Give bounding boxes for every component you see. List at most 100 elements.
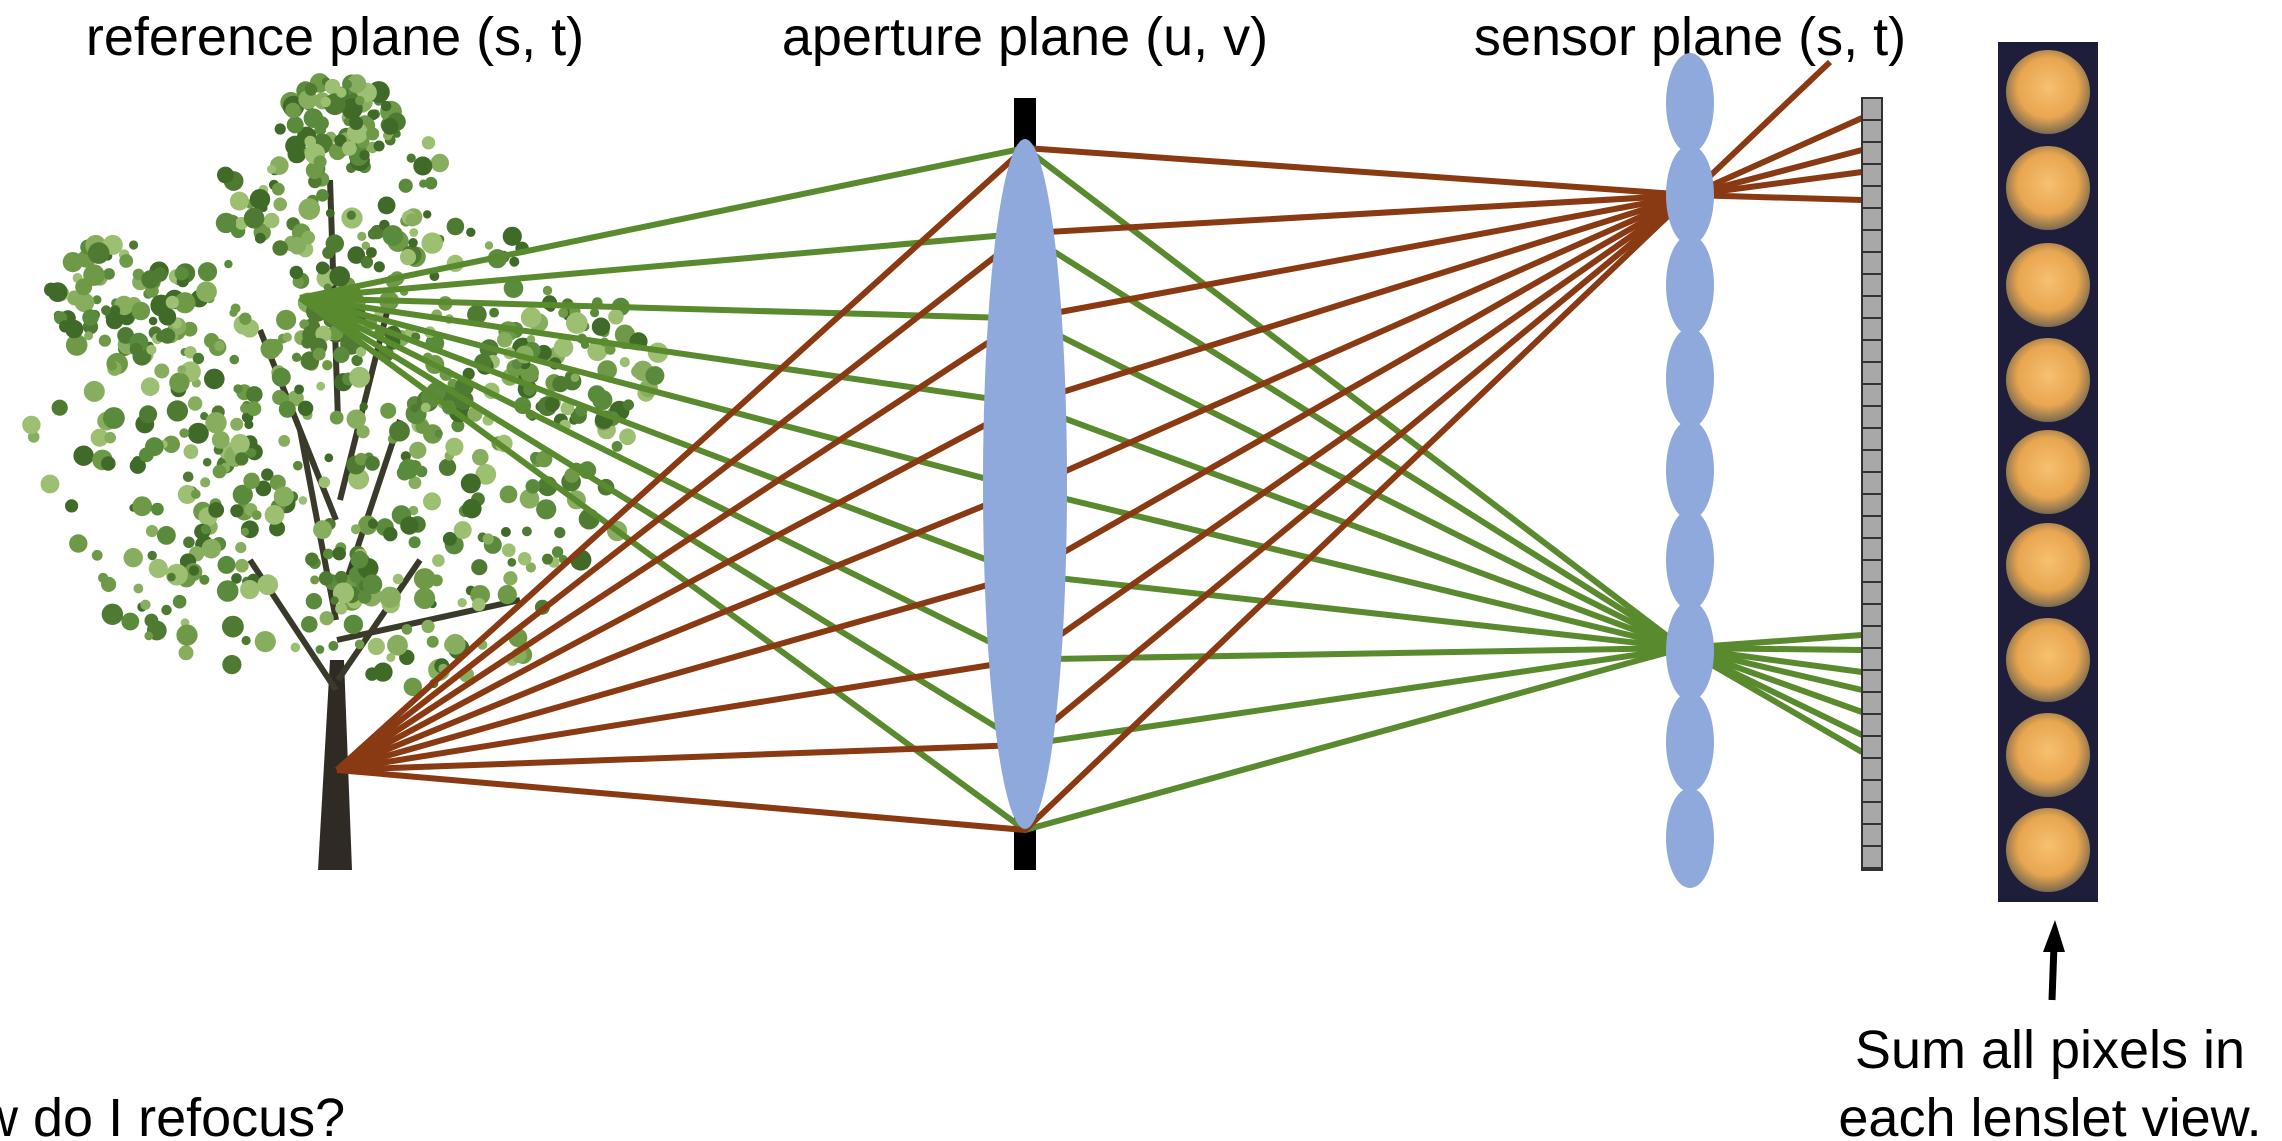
- tree-leaf: [217, 555, 236, 574]
- tree-leaf: [229, 191, 249, 211]
- tree-leaf: [177, 485, 197, 504]
- tree-leaf: [267, 164, 277, 174]
- tree-leaf: [342, 79, 353, 90]
- tree-leaf: [103, 268, 115, 280]
- tree-leaf: [497, 585, 517, 605]
- tree-leaf: [424, 176, 438, 190]
- tree-leaf: [244, 420, 254, 430]
- tree-leaf: [298, 496, 308, 505]
- tree-leaf: [554, 527, 566, 539]
- tree-leaf: [153, 267, 168, 282]
- tree-leaf: [355, 95, 365, 106]
- tree-leaf: [551, 546, 564, 558]
- tree-leaf: [288, 236, 307, 255]
- tree-leaf: [413, 156, 433, 176]
- tree-leaf: [272, 240, 289, 256]
- lenslet: [1666, 601, 1714, 701]
- tree-leaf: [74, 292, 95, 313]
- tree-leaf: [432, 554, 445, 567]
- tree-leaf: [211, 431, 230, 449]
- tree-leaf: [304, 135, 317, 148]
- tree-leaf: [216, 580, 239, 602]
- caption-line2: each lenslet view.: [1838, 1088, 2261, 1141]
- tree-leaf: [343, 614, 364, 635]
- tree-leaf: [434, 429, 443, 438]
- tree-branch: [337, 419, 403, 601]
- tree-leaf: [217, 166, 234, 184]
- brown-ray: [1687, 59, 1833, 198]
- tree-leaf: [500, 527, 511, 537]
- tree-leaf: [167, 572, 176, 582]
- tree-leaf: [503, 571, 518, 586]
- tree-leaf: [414, 587, 436, 610]
- tree-leaf: [315, 261, 329, 275]
- tree-leaf: [273, 486, 294, 507]
- tree-leaf: [401, 624, 413, 635]
- tree-leaf: [322, 360, 333, 371]
- tree-leaf: [462, 367, 475, 380]
- tree-leaf: [285, 102, 301, 119]
- tree-leaf: [133, 583, 144, 594]
- tree-leaf: [591, 317, 611, 336]
- tree-leaf: [489, 307, 499, 318]
- tree-leaf: [169, 372, 190, 393]
- tree-leaf: [263, 212, 280, 229]
- tree-leaf: [329, 410, 344, 425]
- tree-leaf: [292, 276, 304, 288]
- tree-leaf: [367, 518, 378, 529]
- tree-leaf: [409, 228, 419, 237]
- tree-leaf: [282, 332, 292, 342]
- tree-leaf: [107, 361, 117, 371]
- tree-leaf: [472, 597, 486, 612]
- lenslet-array: [1666, 53, 1714, 888]
- tree-leaf: [438, 458, 457, 476]
- tree-leaf: [239, 312, 252, 325]
- tree-leaf: [178, 645, 194, 661]
- tree-leaf: [319, 611, 334, 626]
- lenslet-view-blob: [2006, 430, 2090, 514]
- tree-leaf: [87, 242, 110, 264]
- tree-leaf: [408, 238, 418, 248]
- tree-leaf: [323, 548, 334, 560]
- brown-ray: [1689, 147, 1863, 198]
- tree-leaf: [451, 419, 465, 433]
- tree-leaf: [235, 558, 249, 573]
- tree-leaf: [230, 434, 250, 454]
- reference-plane-label: reference plane (s, t): [86, 7, 584, 67]
- tree-leaf: [200, 412, 209, 421]
- tree-leaf: [362, 574, 383, 595]
- tree-leaf: [347, 246, 366, 264]
- lenslet-view-blob: [2006, 50, 2090, 134]
- tree-leaf: [335, 602, 348, 615]
- tree-leaf: [592, 389, 613, 411]
- tree-leaf: [462, 498, 482, 519]
- tree-leaf: [349, 366, 371, 388]
- tree-leaf: [147, 550, 157, 561]
- tree-leaf: [301, 616, 318, 633]
- tree-leaf: [408, 476, 422, 490]
- tree-leaf: [332, 546, 347, 561]
- tree-leaf: [354, 639, 365, 650]
- brown-ray: [1689, 192, 1863, 203]
- tree-leaf: [69, 534, 88, 553]
- tree-trunk: [318, 660, 352, 870]
- tree-leaf: [176, 624, 198, 646]
- tree-leaf: [303, 108, 324, 128]
- tree-leaf: [421, 619, 435, 634]
- tree-leaf: [208, 502, 225, 518]
- tree-leaf: [503, 278, 524, 299]
- tree-leaf: [357, 590, 372, 604]
- tree-leaf: [444, 636, 462, 654]
- tree-leaf: [241, 635, 251, 646]
- tree-leaf: [224, 259, 233, 269]
- tree-leaf: [318, 476, 331, 489]
- tree-leaf: [174, 266, 189, 281]
- tree-leaf: [430, 153, 449, 173]
- tree-leaf: [44, 282, 59, 297]
- tree-leaf: [289, 265, 303, 280]
- tree-leaf: [381, 118, 399, 135]
- tree-leaf: [98, 334, 111, 347]
- tree-leaf: [472, 448, 489, 466]
- tree-leaf: [399, 249, 417, 266]
- tree-leaf: [421, 136, 436, 150]
